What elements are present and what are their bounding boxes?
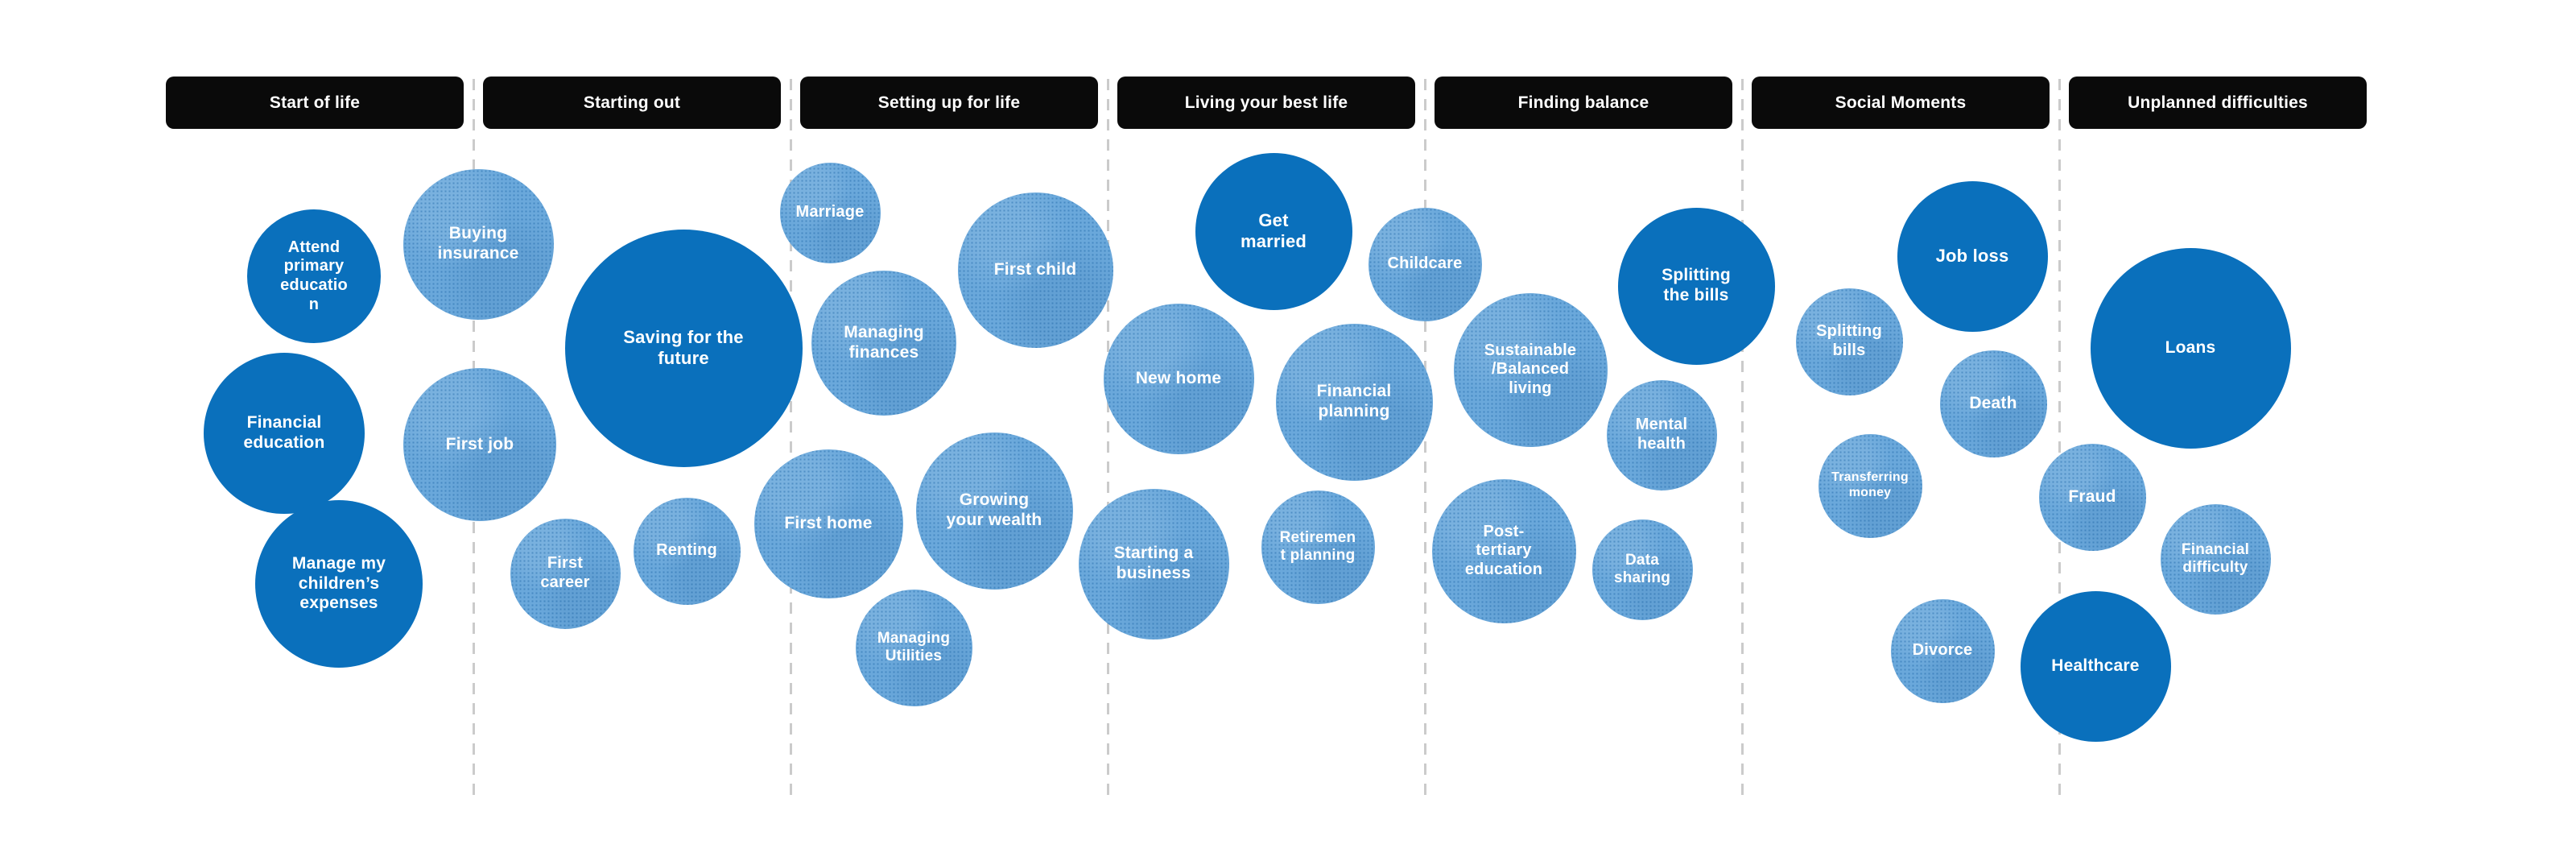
bubble-death: Death bbox=[1940, 350, 2047, 457]
column-divider bbox=[1107, 79, 1109, 802]
bubble-label: Growing your wealth bbox=[946, 490, 1042, 529]
bubble-splitting-the-bills: Splitting the bills bbox=[1617, 207, 1775, 365]
bubble-label: Starting a business bbox=[1113, 544, 1194, 582]
column-header-social-moments: Social Moments bbox=[1752, 77, 2050, 129]
bubble-label: Job loss bbox=[1935, 246, 2009, 267]
bubble-label: Financial education bbox=[243, 413, 325, 452]
bubble-label: Transferring money bbox=[1831, 470, 1909, 499]
bubble-sustainable-balanced-living: Sustainable /Balanced living bbox=[1454, 293, 1608, 447]
bubble-label: First job bbox=[445, 434, 514, 453]
column-divider bbox=[1424, 79, 1426, 802]
bubble-label: Splitting bills bbox=[1816, 322, 1882, 359]
bubble-label: New home bbox=[1135, 368, 1222, 387]
bubble-transferring-money: Transferring money bbox=[1818, 434, 1922, 538]
bubble-label: Buying insurance bbox=[437, 224, 519, 263]
column-divider bbox=[2058, 79, 2061, 802]
column-header-label: Unplanned difficulties bbox=[2128, 93, 2308, 112]
column-header-label: Living your best life bbox=[1184, 93, 1348, 112]
column-header-label: Starting out bbox=[583, 93, 681, 112]
column-divider bbox=[1741, 79, 1744, 802]
column-header-finding-balance: Finding balance bbox=[1435, 77, 1732, 129]
bubble-marriage: Marriage bbox=[780, 163, 881, 263]
bubble-healthcare: Healthcare bbox=[2020, 590, 2171, 742]
bubble-growing-your-wealth: Growing your wealth bbox=[916, 432, 1073, 590]
bubble-label: Data sharing bbox=[1613, 551, 1671, 586]
bubble-splitting-bills: Splitting bills bbox=[1796, 288, 1903, 395]
bubble-label: Post- tertiary education bbox=[1464, 522, 1543, 578]
bubble-label: Marriage bbox=[795, 203, 865, 221]
bubble-manage-my-children-s-expenses: Manage my children’s expenses bbox=[255, 500, 423, 668]
bubble-label: Renting bbox=[656, 541, 717, 560]
bubble-label: Healthcare bbox=[2051, 656, 2140, 675]
bubble-fraud: Fraud bbox=[2039, 444, 2146, 551]
column-header-label: Start of life bbox=[269, 93, 361, 112]
bubble-managing-finances: Managing finances bbox=[811, 271, 956, 416]
bubble-label: Saving for the future bbox=[623, 327, 744, 368]
column-header-label: Finding balance bbox=[1517, 93, 1649, 112]
column-header-label: Social Moments bbox=[1835, 93, 1967, 112]
bubble-job-loss: Job loss bbox=[1897, 180, 2048, 332]
bubble-label: Managing Utilities bbox=[877, 629, 951, 664]
bubble-first-home: First home bbox=[754, 449, 903, 598]
bubble-label: Get married bbox=[1240, 210, 1307, 251]
bubble-label: First child bbox=[993, 259, 1077, 279]
bubble-first-job: First job bbox=[403, 368, 556, 521]
bubble-label: Managing finances bbox=[844, 323, 924, 362]
bubble-label: Splitting the bills bbox=[1662, 266, 1731, 304]
bubble-childcare: Childcare bbox=[1368, 208, 1482, 321]
bubble-first-child: First child bbox=[958, 192, 1113, 348]
bubble-post-tertiary-education: Post- tertiary education bbox=[1432, 479, 1576, 623]
column-header-setting-up-for-life: Setting up for life bbox=[800, 77, 1098, 129]
column-divider bbox=[790, 79, 792, 802]
bubble-label: Childcare bbox=[1387, 255, 1463, 273]
bubble-divorce: Divorce bbox=[1891, 599, 1995, 703]
bubble-label: Death bbox=[1969, 393, 2017, 412]
bubble-mental-health: Mental health bbox=[1607, 380, 1717, 490]
bubble-managing-utilities: Managing Utilities bbox=[856, 590, 972, 706]
bubble-renting: Renting bbox=[634, 498, 741, 605]
bubble-label: Loans bbox=[2165, 337, 2216, 357]
bubble-label: Divorce bbox=[1912, 641, 1973, 660]
bubble-label: First home bbox=[784, 513, 873, 532]
bubble-financial-planning: Financial planning bbox=[1276, 324, 1433, 481]
bubble-label: Fraud bbox=[2068, 486, 2116, 506]
bubble-get-married: Get married bbox=[1195, 152, 1352, 310]
bubble-label: Retiremen t planning bbox=[1279, 528, 1356, 564]
bubble-label: Attend primary educatio n bbox=[280, 238, 348, 313]
column-header-label: Setting up for life bbox=[877, 93, 1021, 112]
bubble-retiremen-t-planning: Retiremen t planning bbox=[1261, 490, 1375, 604]
bubble-first-career: First career bbox=[510, 519, 621, 629]
bubble-data-sharing: Data sharing bbox=[1592, 519, 1693, 620]
bubble-buying-insurance: Buying insurance bbox=[403, 169, 554, 320]
bubble-label: Sustainable /Balanced living bbox=[1484, 341, 1577, 397]
bubble-saving-for-the-future: Saving for the future bbox=[564, 229, 803, 467]
bubble-starting-a-business: Starting a business bbox=[1079, 489, 1229, 639]
bubble-label: Financial planning bbox=[1316, 382, 1392, 420]
bubble-label: Financial difficulty bbox=[2181, 540, 2250, 576]
bubble-label: Manage my children’s expenses bbox=[291, 553, 386, 613]
bubble-new-home: New home bbox=[1104, 304, 1254, 454]
bubble-financial-difficulty: Financial difficulty bbox=[2161, 504, 2271, 615]
column-header-start-of-life: Start of life bbox=[166, 77, 464, 129]
bubble-financial-education: Financial education bbox=[204, 353, 365, 514]
column-header-starting-out: Starting out bbox=[483, 77, 781, 129]
bubble-label: Mental health bbox=[1635, 416, 1688, 453]
bubble-attend-primary-educatio-n: Attend primary educatio n bbox=[247, 209, 381, 343]
bubble-loans: Loans bbox=[2090, 247, 2291, 449]
column-header-living-your-best-life: Living your best life bbox=[1117, 77, 1415, 129]
bubble-label: First career bbox=[540, 554, 590, 591]
column-header-unplanned-difficulties: Unplanned difficulties bbox=[2069, 77, 2367, 129]
